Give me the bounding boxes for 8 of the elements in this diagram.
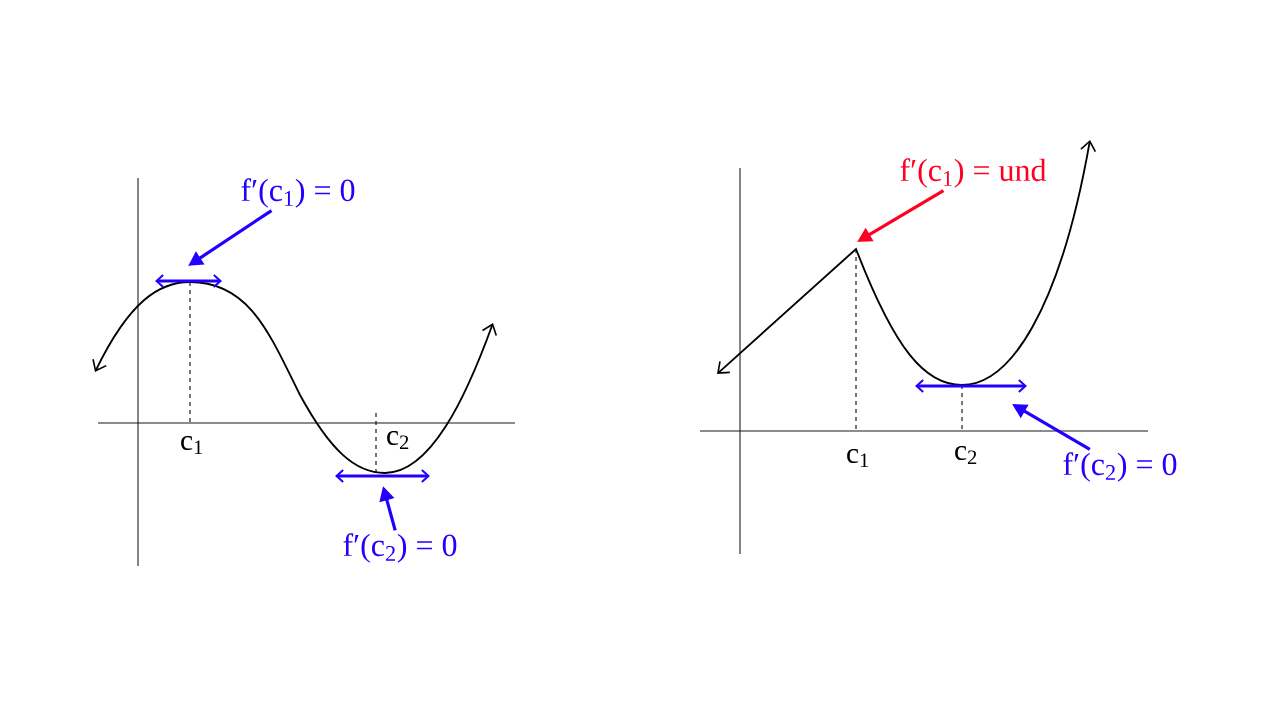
annotation-label: f′(c$_{2}$) = 0 bbox=[1063, 452, 1177, 482]
annotation-label: f′(c$_{2}$) = 0 bbox=[343, 533, 457, 563]
tick-label: c$_{1}$ bbox=[847, 449, 869, 467]
annotation-label: f′(c$_{1}$) = 0 bbox=[241, 178, 355, 208]
tick-label: c$_{2}$ bbox=[955, 446, 977, 464]
tick-label: c$_{1}$ bbox=[181, 436, 203, 454]
tick-label: c$_{2}$ bbox=[387, 431, 409, 449]
annotation-label: f′(c$_{1}$) = und bbox=[900, 158, 1047, 188]
